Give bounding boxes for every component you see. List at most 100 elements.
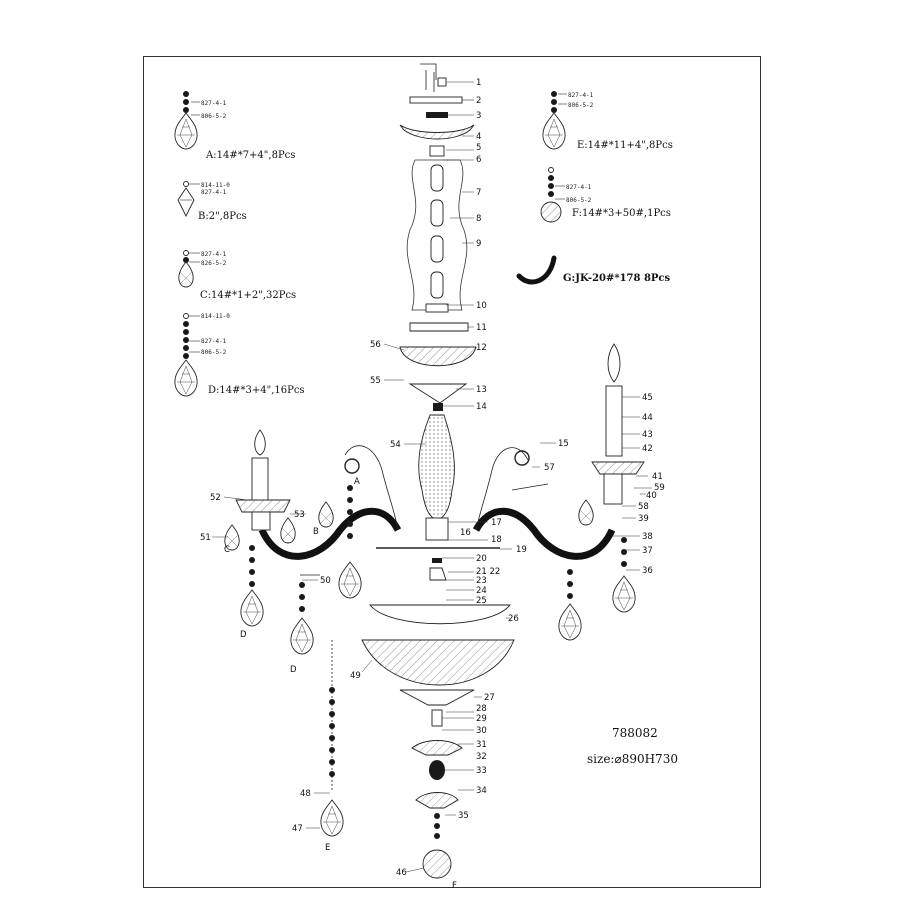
callout-47: 47 — [292, 824, 303, 834]
code-c-1: 827-4-1 — [201, 251, 227, 258]
callout-1: 1 — [476, 78, 481, 88]
legend-crystal-c: 827-4-1 826-5-2 C:14#*1+2",32Pcs — [178, 250, 296, 301]
callout-5: 5 — [476, 143, 481, 153]
code-b-2: 827-4-1 — [201, 189, 227, 196]
legend-crystal-a: 827-4-1 806-5-2 A:14#*7+4",8Pcs — [174, 91, 295, 161]
marker-f: F — [452, 881, 457, 891]
lower-bowl — [361, 558, 515, 879]
label-arm-g: G:JK-20#*178 8Pcs — [563, 273, 671, 284]
callout-11: 11 — [476, 323, 487, 333]
callout-16: 16 — [460, 528, 471, 538]
callout-21-22: 21 22 — [476, 567, 500, 577]
callout-53: 53 — [294, 510, 305, 520]
leader-lines — [212, 135, 652, 873]
callout-37: 37 — [642, 546, 653, 556]
legend-crystal-e: 827-4-1 806-5-2 E:14#*11+4",8Pcs — [542, 91, 673, 151]
callout-15: 15 — [558, 439, 569, 449]
marker-b: B — [313, 527, 319, 537]
callout-4: 4 — [476, 132, 481, 142]
code-f-1: 827-4-1 — [566, 184, 592, 191]
code-d-3: 806-5-2 — [201, 349, 227, 356]
model-number: 788082 — [612, 726, 658, 740]
crystal-markers: A B C D D E F — [224, 477, 457, 891]
callout-25: 25 — [476, 596, 487, 606]
code-d-2: 827-4-1 — [201, 338, 227, 345]
callout-59: 59 — [654, 483, 665, 493]
callout-23: 23 — [476, 576, 487, 586]
label-crystal-b: B:2",8Pcs — [198, 211, 247, 222]
callout-30: 30 — [476, 726, 487, 736]
hanging-crystals — [224, 485, 636, 837]
callout-6: 6 — [476, 155, 481, 165]
callout-29: 29 — [476, 714, 487, 724]
callout-54: 54 — [390, 440, 401, 450]
callout-41: 41 — [652, 472, 663, 482]
callout-50: 50 — [320, 576, 331, 586]
marker-c: C — [224, 545, 230, 555]
left-arm — [235, 429, 402, 576]
code-f-2: 806-5-2 — [566, 197, 592, 204]
callout-19: 19 — [516, 545, 527, 555]
code-a-1: 827-4-1 — [201, 100, 227, 107]
callout-44: 44 — [642, 413, 653, 423]
callout-26: 26 — [508, 614, 519, 624]
callout-45: 45 — [642, 393, 653, 403]
callout-39: 39 — [638, 514, 649, 524]
callout-42: 42 — [642, 444, 653, 454]
callout-10: 10 — [476, 301, 487, 311]
callout-18: 18 — [491, 535, 502, 545]
callout-31: 31 — [476, 740, 487, 750]
callout-35: 35 — [458, 811, 469, 821]
callout-55: 55 — [370, 376, 381, 386]
legend-arm-g: G:JK-20#*178 8Pcs — [516, 255, 671, 285]
callout-13: 13 — [476, 385, 487, 395]
label-crystal-d: D:14#*3+4",16Pcs — [208, 385, 305, 396]
callout-27: 27 — [484, 693, 495, 703]
callout-20: 20 — [476, 554, 487, 564]
callout-36: 36 — [642, 566, 653, 576]
label-crystal-f: F:14#*3+50#,1Pcs — [572, 208, 671, 219]
legend-crystal-b: 814-11-0 827-4-1 B:2",8Pcs — [177, 181, 247, 222]
marker-d-2: D — [290, 665, 297, 675]
callout-numbers-right: 1 2 3 4 5 6 7 8 9 10 11 12 13 14 15 57 4… — [458, 78, 665, 821]
callout-17: 17 — [491, 518, 502, 528]
callout-12: 12 — [476, 343, 487, 353]
marker-a: A — [354, 477, 360, 487]
callout-28: 28 — [476, 704, 487, 714]
code-e-1: 827-4-1 — [568, 92, 594, 99]
callout-2: 2 — [476, 96, 481, 106]
code-d-1: 814-11-0 — [201, 313, 230, 320]
callout-3: 3 — [476, 111, 481, 121]
callout-34: 34 — [476, 786, 487, 796]
marker-d-1: D — [240, 630, 247, 640]
label-crystal-a: A:14#*7+4",8Pcs — [205, 150, 295, 161]
code-c-2: 826-5-2 — [201, 260, 227, 267]
callout-33: 33 — [476, 766, 487, 776]
marker-e: E — [325, 843, 330, 853]
callout-52: 52 — [210, 493, 221, 503]
callout-58: 58 — [638, 502, 649, 512]
code-b-1: 814-11-0 — [201, 182, 230, 189]
code-e-2: 806-5-2 — [568, 102, 594, 109]
callout-40: 40 — [646, 491, 657, 501]
callout-14: 14 — [476, 402, 487, 412]
legend-crystal-d: 814-11-0 827-4-1 806-5-2 D:14#*3+4",16Pc… — [174, 313, 305, 397]
callout-38: 38 — [642, 532, 653, 542]
center-stem — [376, 414, 500, 549]
label-crystal-e: E:14#*11+4",8Pcs — [577, 140, 673, 151]
callout-51: 51 — [200, 533, 211, 543]
right-arm — [472, 343, 645, 560]
callout-24: 24 — [476, 586, 487, 596]
callout-46: 46 — [396, 868, 407, 878]
ceiling-canopy — [399, 63, 475, 140]
callout-7: 7 — [476, 188, 481, 198]
callout-49: 49 — [350, 671, 361, 681]
callout-9: 9 — [476, 239, 481, 249]
legend-crystal-f: 827-4-1 806-5-2 F:14#*3+50#,1Pcs — [540, 167, 671, 223]
chain-sleeve — [406, 145, 468, 313]
code-a-2: 806-5-2 — [201, 113, 227, 120]
size-label: size:⌀890H730 — [587, 752, 678, 766]
callout-43: 43 — [642, 430, 653, 440]
callout-32: 32 — [476, 752, 487, 762]
